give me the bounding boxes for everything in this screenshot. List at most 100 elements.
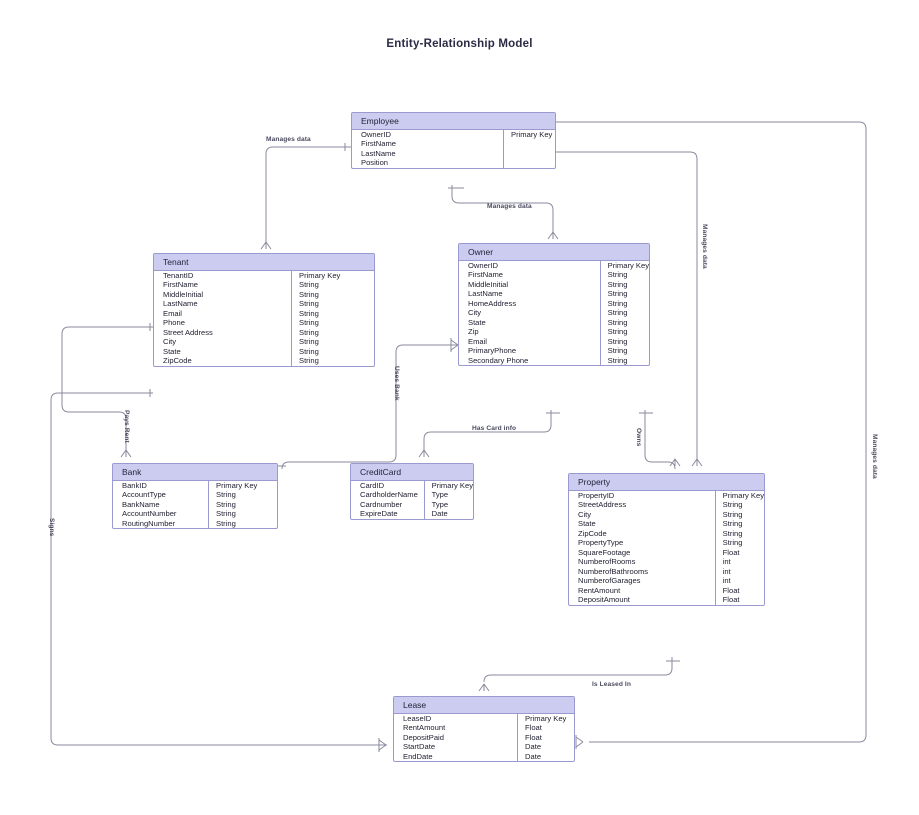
rel-label-tenant-bank: Pays Rent [123, 410, 130, 443]
attribute-row: RentAmount Float [394, 723, 574, 733]
attribute-type: String [291, 299, 374, 309]
attribute-type: String [599, 346, 649, 356]
attribute-name: ZipCode [163, 356, 192, 366]
attribute-type: String [291, 356, 374, 366]
attribute-type: Float [517, 723, 574, 733]
attribute-name: LastName [163, 299, 198, 309]
entity-title-bank: Bank [113, 464, 277, 481]
attribute-type: Float [714, 585, 764, 596]
attribute-row: NumberofGarages int [569, 576, 764, 586]
attribute-name: Street Address [163, 327, 213, 337]
rel-label-employee-tenant: Manages data [266, 136, 311, 143]
attribute-row: CardID Primary Key [351, 481, 473, 491]
attribute-name: BankName [122, 499, 160, 509]
page-title: Entity-Relationship Model [386, 38, 533, 50]
attribute-name: NumberofGarages [578, 576, 641, 586]
attribute-name: CardholderName [360, 490, 418, 500]
attribute-name: PropertyType [578, 538, 624, 548]
attribute-name: PrimaryPhone [468, 346, 517, 356]
attribute-type: Float [714, 547, 764, 558]
attribute-name: NumberofRooms [578, 557, 636, 567]
attribute-name: RoutingNumber [122, 518, 176, 528]
attribute-name: StartDate [403, 742, 436, 752]
attribute-type: String [714, 509, 764, 520]
attribute-name: RentAmount [403, 723, 446, 733]
attribute-type: int [714, 557, 764, 567]
attribute-name: DepositPaid [403, 732, 444, 742]
attribute-name: State [578, 519, 596, 529]
attribute-row: MiddleInitial String [459, 279, 649, 290]
attribute-name: MiddleInitial [468, 279, 509, 289]
attribute-name: LeaseID [403, 714, 432, 723]
attribute-row: PrimaryPhone String [459, 346, 649, 356]
attribute-type: Primary Key [517, 714, 574, 724]
rel-label-owner-property: Owns [635, 428, 642, 447]
attribute-type: Primary Key [423, 481, 473, 491]
entity-title-property: Property [569, 474, 764, 491]
attribute-type [503, 139, 555, 149]
attribute-row: RentAmount Float [569, 585, 764, 596]
attribute-name: City [578, 509, 592, 519]
attribute-type: String [714, 519, 764, 529]
attribute-type: String [599, 279, 649, 290]
attribute-type: Date [423, 509, 473, 519]
attribute-type: String [599, 355, 649, 366]
attribute-type [503, 148, 555, 159]
attribute-type: String [291, 280, 374, 290]
attribute-type: String [291, 346, 374, 357]
attribute-type: String [291, 318, 374, 328]
attribute-name: RentAmount [578, 585, 621, 595]
attribute-name: State [468, 317, 486, 327]
attribute-name: CardID [360, 481, 385, 490]
rel-label-employee-property: Manages data [701, 224, 708, 269]
attribute-name: Cardnumber [360, 499, 403, 509]
attribute-name: Email [163, 308, 182, 318]
attribute-type: int [714, 576, 764, 586]
attribute-row: LastName String [154, 299, 374, 309]
attribute-row: LastName [352, 148, 555, 159]
attribute-name: SquareFootage [578, 547, 631, 557]
attribute-name: TenantID [163, 271, 194, 280]
attribute-name: State [163, 346, 181, 356]
attribute-name: City [468, 308, 482, 318]
attribute-name: OwnerID [468, 261, 498, 270]
attribute-type: String [599, 270, 649, 280]
attribute-name: EndDate [403, 751, 433, 761]
attribute-name: Phone [163, 318, 185, 328]
attribute-row: FirstName [352, 139, 555, 149]
attribute-name: FirstName [163, 280, 199, 290]
attribute-type: Type [423, 499, 473, 510]
attribute-name: Email [468, 336, 487, 346]
attribute-row: ZipCode String [154, 356, 374, 366]
